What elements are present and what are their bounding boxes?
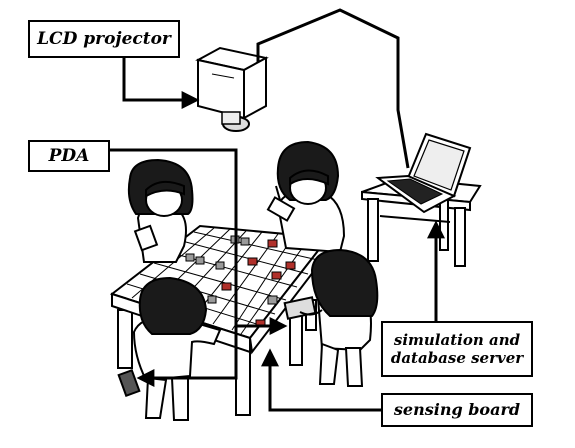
child-left-girl: [127, 158, 194, 263]
child-left-boy: [117, 276, 222, 421]
label-sensing-board: sensing board: [381, 393, 533, 427]
label-sensing-board-text: sensing board: [393, 400, 521, 420]
child-right-girl: [283, 248, 379, 387]
laptop: [375, 132, 472, 214]
arrow-pda-board: [110, 148, 288, 335]
label-server-line1: simulation and: [393, 331, 521, 349]
arrow-lcd-projector: [122, 58, 200, 109]
label-pda-text: PDA: [48, 145, 90, 166]
label-simulation-database-server: simulation and database server: [381, 321, 533, 377]
child-center-boy: [266, 140, 346, 254]
arrow-sensing-board: [261, 348, 381, 412]
label-lcd-projector: LCD projector: [28, 20, 180, 58]
arrow-pda-child: [136, 326, 238, 387]
label-lcd-projector-text: LCD projector: [37, 28, 171, 49]
callout-arrows: [110, 58, 445, 412]
cable-projector-laptop: [256, 8, 410, 169]
label-server-line2: database server: [390, 349, 524, 367]
lcd-projector: [195, 46, 269, 132]
label-pda: PDA: [28, 140, 110, 172]
